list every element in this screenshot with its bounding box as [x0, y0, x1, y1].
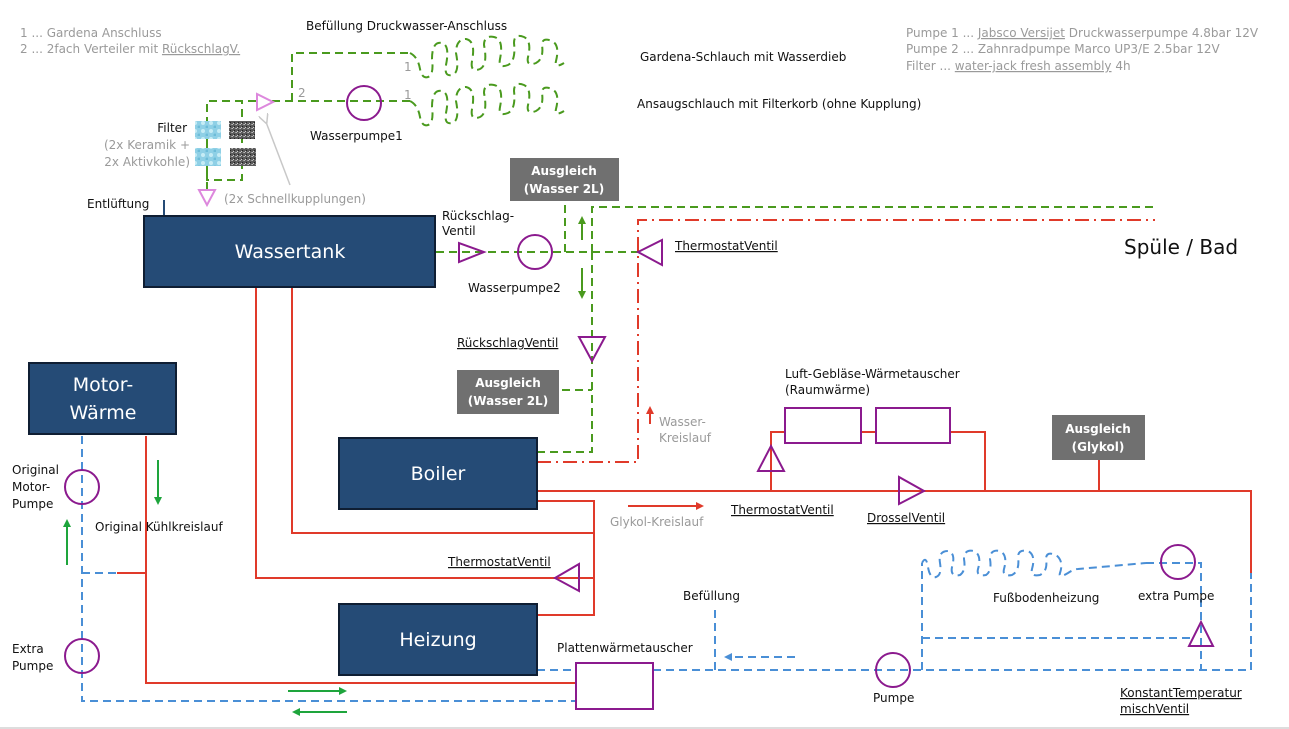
- rueckschlagventil-2-icon: [577, 336, 607, 364]
- ausgleich-glykol: Ausgleich (Glykol): [1052, 415, 1145, 460]
- entlueftung-label: Entlüftung: [87, 197, 149, 211]
- motor-label-2: Wärme: [70, 402, 137, 424]
- legend-left: 1 ... Gardena Anschluss 2 ... 2fach Vert…: [20, 26, 240, 56]
- marker-2-verteiler: 2: [298, 86, 306, 100]
- mischventil-label-2: mischVentil: [1120, 702, 1189, 716]
- legend-filter: Filter ... water-jack fresh assembly 4h: [906, 59, 1131, 73]
- drosselventil-label: DrosselVentil: [867, 511, 945, 525]
- befuellung-druckwasser-label: Befüllung Druckwasser-Anschluss: [306, 19, 507, 33]
- floor-heating-coil: [921, 549, 1147, 579]
- plattenwaermetauscher-icon: [575, 662, 654, 710]
- air-heat-exchanger-1: [784, 407, 862, 444]
- motor-label-1: Motor-: [73, 374, 134, 396]
- ausgleich-glykol-l2: (Glykol): [1072, 440, 1125, 454]
- gardena-hose: [409, 34, 565, 79]
- boiler-box: Boiler: [338, 437, 538, 510]
- ceramic-filter-1-icon: [195, 121, 221, 139]
- filter-ceramic-label: (2x Keramik +: [104, 138, 190, 152]
- heizung-label: Heizung: [399, 629, 476, 651]
- thermostatventil-heizung-label: ThermostatVentil: [447, 555, 551, 569]
- legend-right: Pumpe 1 ... Jabsco Versijet Druckwasserp…: [906, 26, 1259, 73]
- schnellkupplung-pointer-icon: [266, 122, 291, 186]
- ausgleich-wasser-top-l1: Ausgleich: [531, 164, 597, 178]
- thermostatventil-water-icon: [635, 238, 663, 267]
- cold-water-lines: [436, 200, 1155, 453]
- rueckschlagventil-label: RückschlagVentil: [457, 336, 558, 350]
- ausgleich-wasser-top-l2: (Wasser 2L): [524, 182, 604, 196]
- wasserpumpe2-icon: [517, 234, 553, 270]
- intake-hose: [409, 82, 565, 127]
- ausgleich-wasser-mid-l1: Ausgleich: [475, 376, 541, 390]
- rueckschlagventil-1-icon: [458, 241, 487, 264]
- legend-pumpe1: Pumpe 1 ... Jabsco Versijet Druckwasserp…: [906, 26, 1259, 40]
- floor-pump-icon: [875, 652, 911, 688]
- ausgleich-glykol-l1: Ausgleich: [1065, 422, 1131, 436]
- quick-coupling-bottom-icon: [197, 189, 217, 208]
- rueckschlag-label-2: Ventil: [442, 224, 476, 238]
- drosselventil-icon: [898, 475, 927, 506]
- glycol-lines: [117, 287, 1252, 684]
- ausgleich-wasser-mid-l2: (Wasser 2L): [468, 394, 548, 408]
- thermostatventil-glycol-label: ThermostatVentil: [730, 503, 834, 517]
- legend-verteiler: 2 ... 2fach Verteiler mit RückschlagV.: [20, 42, 240, 56]
- glykol-kreislauf-label: Glykol-Kreislauf: [610, 515, 704, 529]
- plattenwaermetauscher-label: Plattenwärmetauscher: [557, 641, 693, 655]
- floor-heating-lines: [81, 436, 1252, 702]
- gardena-hose-label: Gardena-Schlauch mit Wasserdieb: [640, 50, 846, 64]
- extra-pumpe-label: extra Pumpe: [1138, 589, 1214, 603]
- legend-pumpe2: Pumpe 2 ... Zahnradpumpe Marco UP3/E 2.5…: [906, 42, 1221, 56]
- orig-pump-label-2: Motor-: [12, 480, 50, 494]
- ausgleich-wasser-top: Ausgleich (Wasser 2L): [510, 158, 619, 201]
- spuele-bad-label: Spüle / Bad: [1124, 235, 1238, 259]
- motor-waerme-box: Motor- Wärme: [28, 362, 177, 435]
- marker-1-intake: 1: [404, 88, 412, 102]
- filter-carbon-label: 2x Aktivkohle): [104, 155, 190, 169]
- schnellkupplungen-label: (2x Schnellkupplungen): [224, 192, 366, 206]
- thermostatventil-glycol-icon: [756, 443, 786, 472]
- quick-coupling-top-icon: [256, 92, 276, 112]
- extra-motor-pump-icon: [64, 638, 100, 674]
- orig-pump-label-1: Original: [12, 463, 59, 477]
- fussbodenheizung-label: Fußbodenheizung: [993, 591, 1099, 605]
- extra-floor-pump-icon: [1160, 544, 1196, 580]
- wasserpumpe1-label: Wasserpumpe1: [310, 129, 403, 143]
- wasserpumpe2-label: Wasserpumpe2: [468, 281, 561, 295]
- befuellung-label: Befüllung: [683, 589, 740, 603]
- heizung-box: Heizung: [338, 603, 538, 676]
- wassertank-label: Wassertank: [235, 241, 346, 263]
- floor-pump-label: Pumpe: [873, 691, 914, 705]
- wasser-kreislauf-label-2: Kreislauf: [659, 431, 712, 445]
- ausgleich-wasser-mid: Ausgleich (Wasser 2L): [457, 370, 559, 414]
- luft-waermetauscher-label-2: (Raumwärme): [785, 383, 870, 397]
- thermostatventil-heizung-icon: [552, 562, 580, 593]
- marker-1-gardena: 1: [404, 60, 412, 74]
- ceramic-filter-2-icon: [195, 148, 221, 166]
- carbon-filter-1-icon: [229, 121, 255, 139]
- extra-pump-label-2: Pumpe: [12, 659, 53, 673]
- wasser-kreislauf-label-1: Wasser-: [659, 415, 706, 429]
- hot-water-line: [537, 219, 1155, 463]
- extra-pump-label-1: Extra: [12, 642, 44, 656]
- rueckschlag-label-1: Rückschlag-: [442, 209, 514, 223]
- mischventil-icon: [1187, 619, 1215, 647]
- boiler-label: Boiler: [411, 463, 466, 485]
- luft-waermetauscher-label-1: Luft-Gebläse-Wärmetauscher: [785, 367, 960, 381]
- wassertank-box: Wassertank: [143, 215, 436, 288]
- thermostatventil-water-label: ThermostatVentil: [674, 239, 778, 253]
- air-heat-exchanger-2: [875, 407, 951, 444]
- orig-pump-label-3: Pumpe: [12, 497, 53, 511]
- mischventil-label-1: KonstantTemperatur: [1120, 686, 1242, 700]
- intake-hose-label: Ansaugschlauch mit Filterkorb (ohne Kupp…: [637, 97, 921, 111]
- legend-gardena: 1 ... Gardena Anschluss: [20, 26, 162, 40]
- original-kuehlkreislauf-label: Original Kühlkreislauf: [95, 520, 223, 534]
- carbon-filter-2-icon: [230, 148, 256, 166]
- original-motor-pump-icon: [64, 469, 100, 505]
- bottom-border: [0, 727, 1289, 729]
- wasserpumpe1-icon: [346, 85, 382, 121]
- filter-label: Filter: [157, 121, 187, 135]
